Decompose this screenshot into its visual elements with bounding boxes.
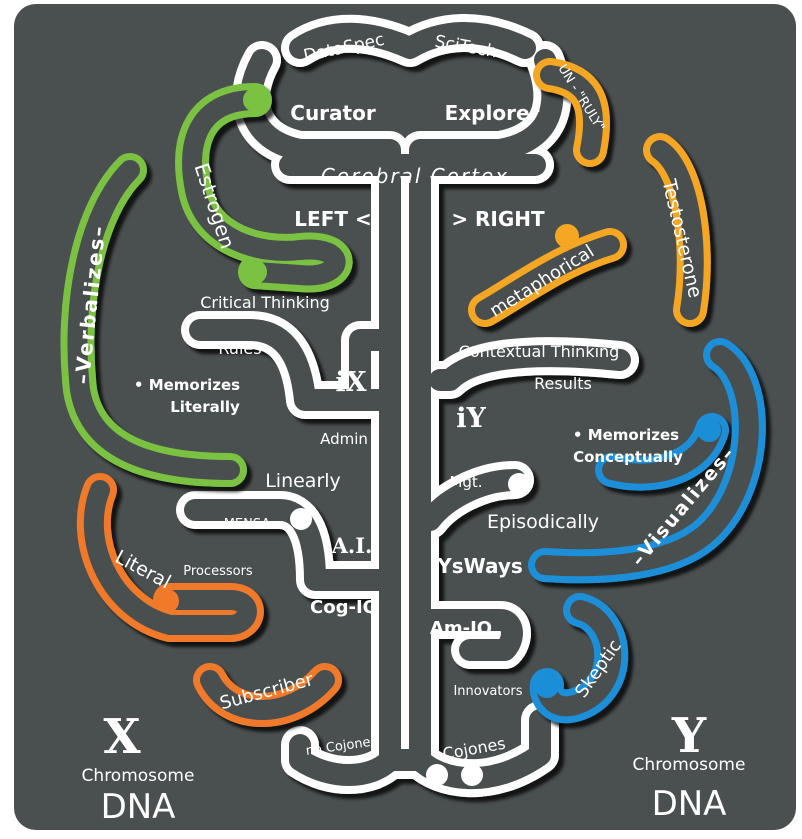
ai-label: A.I. [331,533,373,558]
contextual-thinking-label: Contextual Thinking [459,342,620,361]
cog-iq-label: Cog-IQ [310,597,378,618]
orange-light-tube-network [468,58,711,327]
y-chromosome-label: Chromosome [633,755,746,775]
rules-label: Rules [218,339,261,358]
x-chromosome-label: Chromosome [82,766,195,786]
memorizes-conceptually-line2: Conceptually [573,448,683,466]
cojones-node-left [426,764,448,786]
x-chromosome-letter: X [103,709,141,765]
cojones-node-right [461,764,483,786]
processors-node [155,589,179,613]
mgt-node [508,473,530,495]
x-dna-label: DNA [101,787,176,827]
processors-label: Processors [183,564,253,579]
green-tube-network [60,83,353,487]
admin-label: Admin [320,430,368,448]
am-iq-label: Am-IQ [430,618,492,639]
metaphorical-node [555,224,579,248]
orange-dark-tube-network [76,473,342,727]
right-label: > RIGHT [451,207,545,231]
y-dna-label: DNA [652,784,727,824]
results-label: Results [534,374,592,393]
mensa-label: MENSA [224,517,271,532]
explorer-label: Explorer [445,101,540,125]
curator-label: Curator [290,101,376,125]
y-chromosome-letter: Y [671,708,707,764]
mgt-label: Mgt. [449,473,482,491]
memorizes-literally-line2: Literally [170,398,240,416]
cerebral-cortex-label: Cerebral Cortex [321,164,509,188]
left-label: LEFT < [294,207,371,231]
critical-thinking-label: Critical Thinking [200,293,330,312]
ix-label: iX [335,367,366,398]
estrogen-bottom-node [243,260,267,284]
innovators-node [535,674,559,698]
memorizes-conceptually-line1: • Memorizes [573,426,679,444]
linearly-label: Linearly [265,470,341,492]
innovators-label: Innovators [453,684,522,699]
estrogen-top-node [243,88,267,112]
mensa-node [290,508,312,530]
memorizes-conceptually-node [697,418,721,442]
iy-label: iY [456,403,486,434]
episodically-label: Episodically [487,511,599,533]
memorizes-literally-line1: • Memorizes [134,376,240,394]
ysways-label: YsWays [436,554,523,578]
